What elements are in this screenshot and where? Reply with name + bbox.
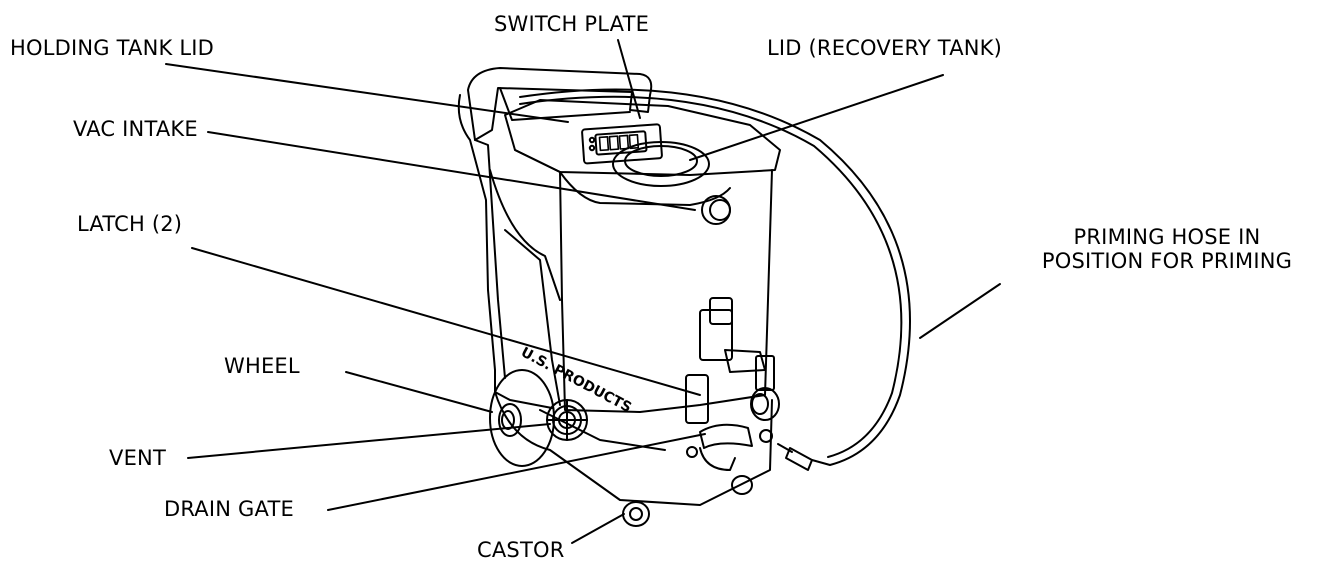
latch-assembly xyxy=(685,297,780,424)
label-switch-plate: SWITCH PLATE xyxy=(494,12,650,36)
priming-hose xyxy=(519,88,911,471)
leader-castor xyxy=(571,513,625,544)
leader-wheel xyxy=(345,371,493,413)
front-body-panel xyxy=(559,169,773,413)
castor xyxy=(622,501,650,527)
vent-grille xyxy=(546,399,588,441)
leader-drain-gate xyxy=(327,433,706,511)
leader-priming-hose xyxy=(919,283,1001,339)
label-priming-hose-line1: PRIMING HOSE IN xyxy=(1073,225,1261,249)
label-priming-hose-line2: POSITION FOR PRIMING xyxy=(1041,249,1293,273)
leader-latch xyxy=(191,247,701,396)
leader-vac-intake xyxy=(207,131,696,211)
label-castor: CASTOR xyxy=(477,538,565,562)
label-vac-intake: VAC INTAKE xyxy=(73,117,198,141)
base xyxy=(494,391,773,506)
label-priming-hose: PRIMING HOSE IN POSITION FOR PRIMING xyxy=(1022,225,1312,273)
switch-plate xyxy=(581,123,663,165)
recovery-tank-lid xyxy=(612,141,710,187)
left-body-panel xyxy=(457,94,553,409)
drain-gate xyxy=(686,423,773,471)
label-holding-tank-lid: HOLDING TANK LID xyxy=(10,36,215,60)
label-wheel: WHEEL xyxy=(224,354,300,378)
label-latch: LATCH (2) xyxy=(77,212,183,236)
label-drain-gate: DRAIN GATE xyxy=(164,497,294,521)
leader-recovery-lid xyxy=(689,74,944,161)
leader-vent xyxy=(187,423,551,459)
label-lid-recovery-tank: LID (RECOVERY TANK) xyxy=(767,36,1003,60)
leader-switch-plate xyxy=(617,39,641,119)
label-vent: VENT xyxy=(109,446,166,470)
leader-holding-tank xyxy=(165,63,569,123)
